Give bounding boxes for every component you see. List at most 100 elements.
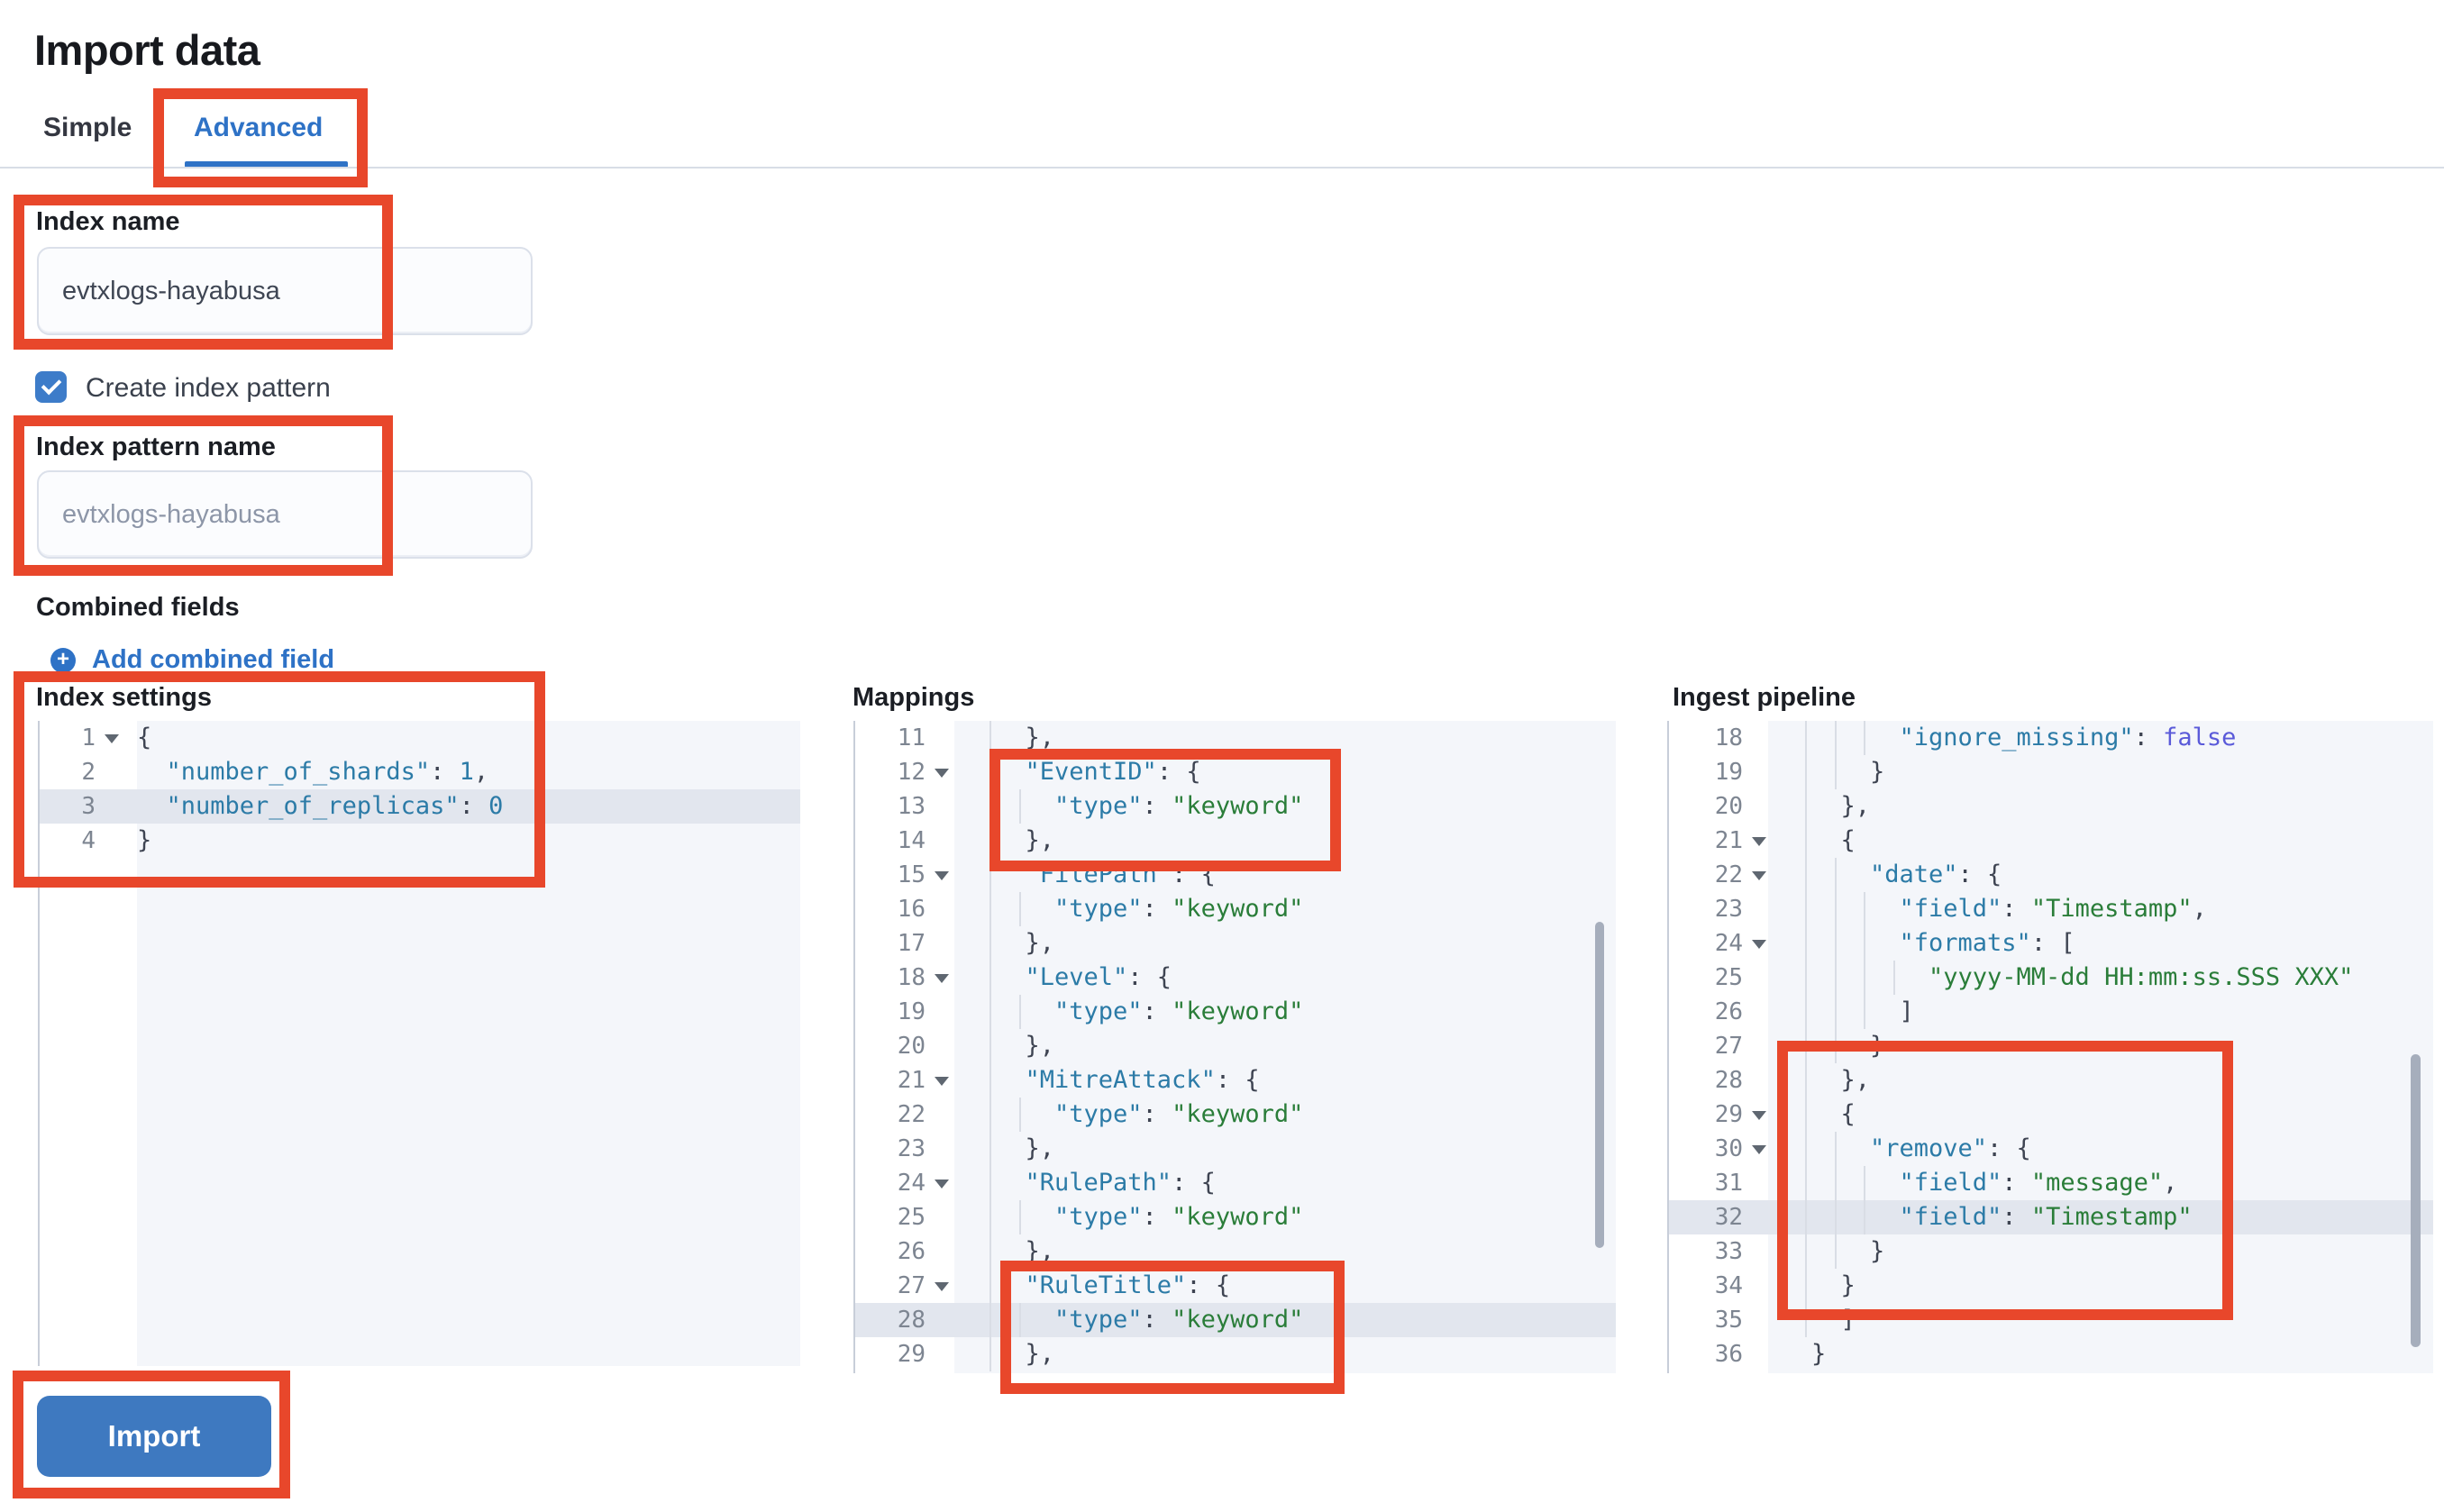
- code-line-29: 29{: [1669, 1098, 2433, 1132]
- line-number: 25: [897, 1204, 926, 1231]
- tab-bar-divider: [0, 167, 2444, 169]
- indent-guide: [1834, 995, 1837, 1029]
- line-number: 23: [1714, 896, 1743, 923]
- line-number: 26: [1714, 998, 1743, 1025]
- line-number: 24: [1714, 930, 1743, 957]
- plus-circle-icon: [50, 647, 76, 673]
- line-number: 15: [897, 861, 926, 888]
- indent-guide: [1834, 1200, 1837, 1234]
- indent-guide: [1834, 721, 1837, 755]
- indent-guide: [989, 721, 991, 755]
- code-line-22: 22"type": "keyword": [855, 1098, 1616, 1132]
- indent-guide: [1805, 1200, 1807, 1234]
- import-button[interactable]: Import: [37, 1396, 271, 1477]
- create-index-pattern-label: Create index pattern: [86, 373, 331, 403]
- code-line-11: 11},: [855, 721, 1616, 755]
- create-index-pattern-checkbox[interactable]: [35, 371, 67, 403]
- code-text: },: [1840, 1066, 1871, 1094]
- indent-guide: [1805, 1234, 1807, 1269]
- line-number: 21: [1714, 827, 1743, 854]
- line-number: 22: [897, 1101, 926, 1128]
- code-text: "FilePath": {: [1025, 861, 1216, 888]
- indent-guide: [1834, 1029, 1837, 1063]
- indent-guide: [989, 1166, 991, 1200]
- index-settings-label: Index settings: [36, 683, 212, 712]
- indent-guide: [1864, 721, 1865, 755]
- line-number: 21: [897, 1067, 926, 1094]
- mappings-editor[interactable]: 11},12"EventID": {13"type": "keyword"14}…: [853, 721, 1616, 1373]
- fold-arrow-icon[interactable]: [1752, 871, 1766, 880]
- indent-guide: [989, 1337, 991, 1371]
- fold-arrow-icon[interactable]: [1752, 837, 1766, 846]
- fold-arrow-icon[interactable]: [935, 1180, 949, 1189]
- indent-guide: [1834, 961, 1837, 995]
- indent-guide: [1805, 1269, 1807, 1303]
- index-name-input[interactable]: [37, 247, 533, 335]
- code-line-30: 30"remove": {: [1669, 1132, 2433, 1166]
- code-text: "type": "keyword": [1054, 997, 1304, 1025]
- fold-arrow-icon[interactable]: [935, 1077, 949, 1086]
- fold-arrow-icon[interactable]: [1752, 940, 1766, 949]
- fold-arrow-icon[interactable]: [935, 1282, 949, 1291]
- code-text: },: [1025, 929, 1055, 957]
- fold-arrow-icon[interactable]: [935, 769, 949, 778]
- code-text: },: [1025, 1340, 1055, 1368]
- line-number: 22: [1714, 861, 1743, 888]
- indent-guide: [1805, 961, 1807, 995]
- mappings-label: Mappings: [853, 683, 975, 712]
- indent-guide: [1805, 995, 1807, 1029]
- tab-advanced[interactable]: Advanced: [194, 113, 324, 142]
- indent-guide: [1805, 789, 1807, 824]
- code-text: {: [1840, 826, 1856, 854]
- code-line-15: 15 "FilePath": {: [855, 858, 1616, 892]
- code-text: ]: [1840, 1306, 1856, 1334]
- code-line-23: 23"field": "Timestamp",: [1669, 892, 2433, 926]
- code-line-14: 14},: [855, 824, 1616, 858]
- code-line-28: 28},: [1669, 1063, 2433, 1098]
- gutter: [40, 721, 137, 1366]
- code-text: }: [1811, 1340, 1827, 1368]
- code-line-20: 20},: [855, 1029, 1616, 1063]
- indent-guide: [989, 961, 991, 995]
- code-text: }: [1870, 758, 1885, 786]
- fold-arrow-icon[interactable]: [935, 974, 949, 983]
- indent-guide: [1834, 926, 1837, 961]
- indent-guide: [1834, 1166, 1837, 1200]
- index-pattern-name-input[interactable]: [37, 470, 533, 559]
- indent-guide: [1805, 1029, 1807, 1063]
- indent-guide: [1834, 1234, 1837, 1269]
- fold-arrow-icon[interactable]: [105, 734, 119, 743]
- indent-guide: [1018, 1098, 1021, 1132]
- fold-arrow-icon[interactable]: [1752, 1111, 1766, 1120]
- code-line-22: 22"date": {: [1669, 858, 2433, 892]
- indent-guide: [1805, 1303, 1807, 1337]
- indent-guide: [1805, 1132, 1807, 1166]
- index-settings-editor[interactable]: 1{2"number_of_shards": 1,3"number_of_rep…: [38, 721, 800, 1366]
- indent-guide: [1834, 755, 1837, 789]
- line-number: 27: [897, 1272, 926, 1299]
- code-line-24: 24"formats": [: [1669, 926, 2433, 961]
- code-text: {: [137, 724, 152, 751]
- line-number: 33: [1714, 1238, 1743, 1265]
- indent-guide: [1018, 995, 1021, 1029]
- code-line-31: 31"field": "message",: [1669, 1166, 2433, 1200]
- mappings-scrollbar[interactable]: [1595, 922, 1604, 1248]
- code-line-26: 26]: [1669, 995, 2433, 1029]
- indent-guide: [1834, 1132, 1837, 1166]
- code-text: }: [1870, 1237, 1885, 1265]
- line-number: 1: [81, 724, 96, 751]
- fold-arrow-icon[interactable]: [935, 871, 949, 880]
- code-line-27: 27"RuleTitle": {: [855, 1269, 1616, 1303]
- tab-simple[interactable]: Simple: [43, 113, 132, 142]
- index-name-label: Index name: [36, 207, 180, 236]
- ingest-pipeline-label: Ingest pipeline: [1673, 683, 1856, 712]
- gutter: [1669, 721, 1768, 1373]
- fold-arrow-icon[interactable]: [1752, 1145, 1766, 1154]
- indent-guide: [989, 926, 991, 961]
- indent-guide: [1018, 789, 1021, 824]
- code-text: ]: [1899, 997, 1914, 1025]
- line-number: 23: [897, 1135, 926, 1162]
- ingest-scrollbar[interactable]: [2411, 1054, 2421, 1347]
- add-combined-field-link[interactable]: Add combined field: [50, 645, 334, 675]
